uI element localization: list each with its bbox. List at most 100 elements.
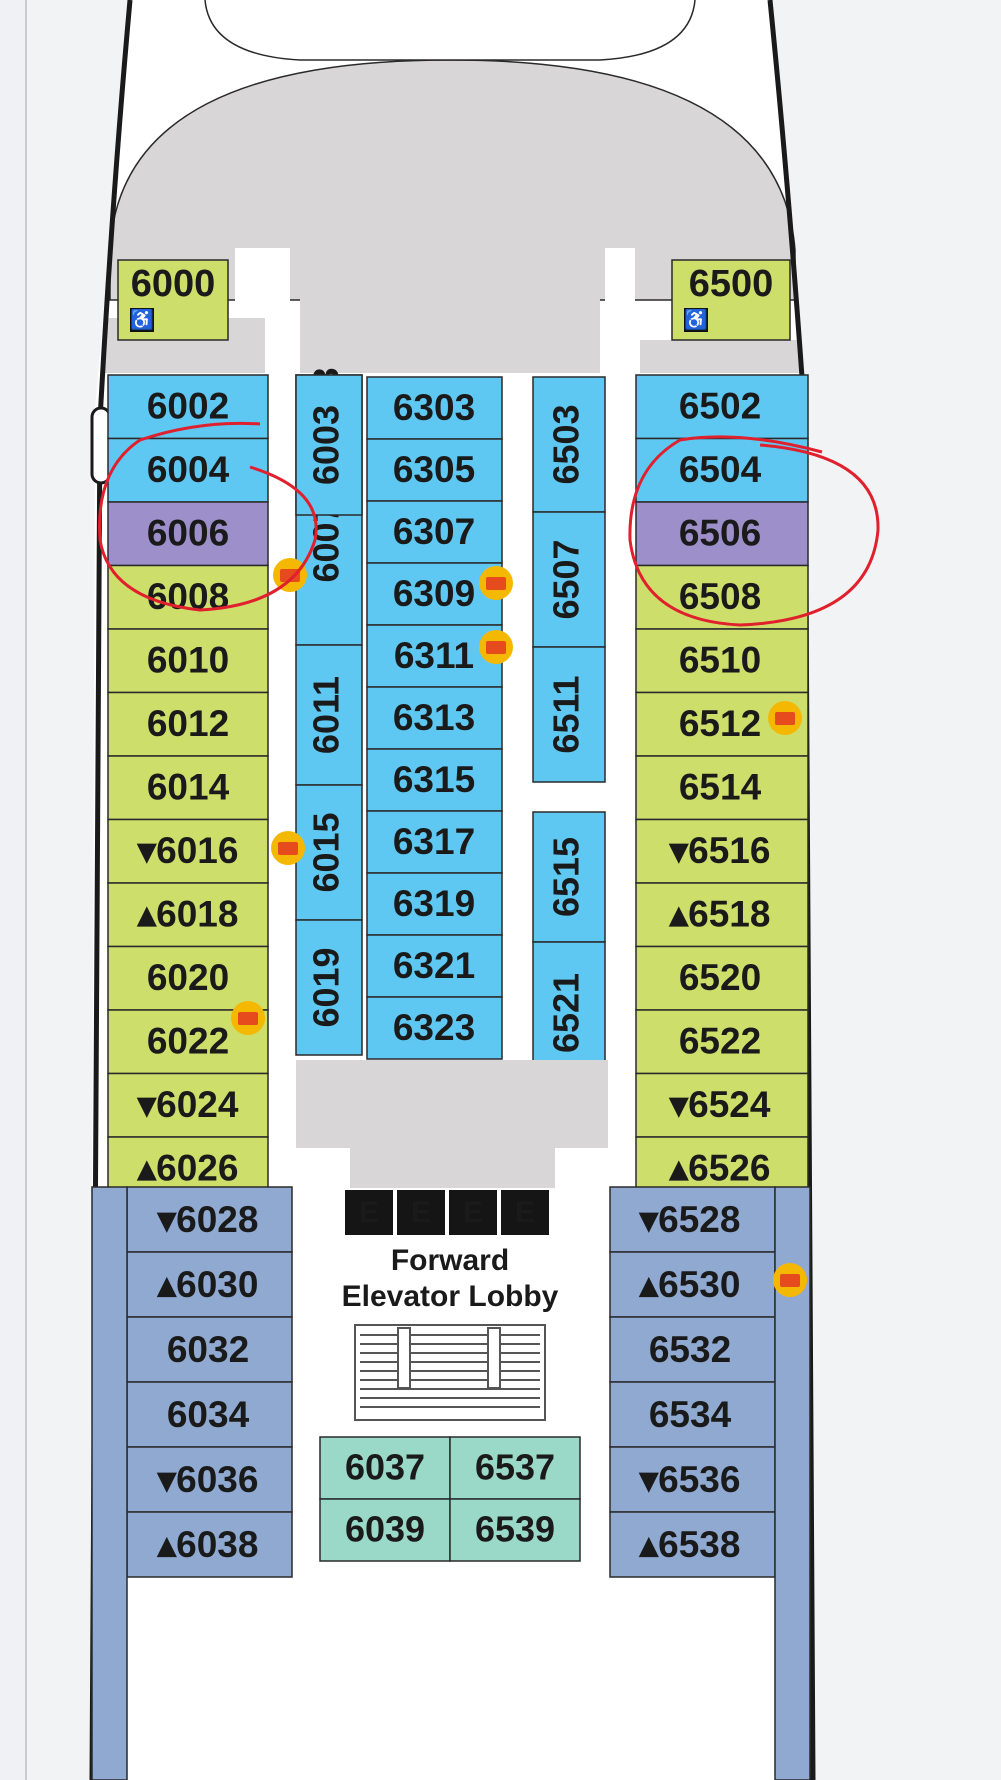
cabin-6522 [635, 1009, 809, 1075]
elevator-letter: E [359, 1196, 379, 1229]
cabin-6321 [366, 934, 503, 998]
stair-rail [487, 1327, 501, 1389]
cabin-6004 [107, 437, 269, 503]
cabin-number: 6539 [475, 1509, 555, 1550]
elevator-lobby-label-line1: Forward [391, 1244, 509, 1277]
cabin-number: 6503 [546, 404, 587, 484]
cabin-6311 [366, 624, 503, 688]
elevator-letter: E [515, 1196, 535, 1229]
cabin-number: 6014 [147, 767, 230, 808]
cabin-number: ▴6026 [137, 1148, 239, 1189]
port-outer-corridor [91, 1186, 128, 1780]
cabin-number: 6305 [393, 449, 475, 490]
cabin-number: 6537 [475, 1447, 555, 1488]
camera-glyph [486, 577, 506, 590]
cabin-6006 [107, 501, 269, 567]
annotation-circle-left [98, 421, 318, 612]
cabin-6515 [532, 811, 606, 943]
camera-glyph [238, 1012, 258, 1025]
cabin-6539 [449, 1498, 581, 1562]
cabin-6530 [609, 1251, 776, 1318]
cabin-6503 [532, 376, 606, 513]
camera-glyph [780, 1274, 800, 1287]
cabin-number: 6006 [147, 513, 229, 554]
camera-glyph [280, 569, 300, 582]
stair-rail [397, 1327, 411, 1389]
cabin-number: 6034 [167, 1394, 250, 1435]
cabin-6019 [295, 919, 363, 1056]
cabin-number: 6007 [306, 502, 347, 582]
cabin-number: 6309 [393, 573, 475, 614]
cabin-number: 6303 [393, 387, 475, 428]
cabin-6506 [635, 501, 809, 567]
cabin-number: 6313 [393, 697, 475, 738]
annotation-circle-right [628, 435, 880, 627]
cabin-6323 [366, 996, 503, 1060]
forward-foyer [300, 248, 600, 373]
wheelchair-icon [684, 308, 708, 332]
cabin-6024 [107, 1072, 269, 1138]
cabin-6303 [366, 376, 503, 440]
cabin-number: 6020 [147, 957, 229, 998]
cabin-6502 [635, 374, 809, 440]
cabin-number: 6010 [147, 640, 229, 681]
cabin-6034 [126, 1381, 293, 1448]
cabin-6516 [635, 818, 809, 884]
cabin-number: 6510 [679, 640, 761, 681]
cabin-6307 [366, 500, 503, 564]
cabin-number: 6011 [306, 676, 347, 754]
cabin-number: ▾6036 [157, 1459, 259, 1500]
cabin-number: ▴6538 [639, 1524, 741, 1565]
elevator-vestibule [350, 1148, 555, 1188]
cabin-number: ▴6030 [157, 1264, 259, 1305]
cabin-number: 6317 [393, 821, 475, 862]
cabin-number: 6004 [147, 449, 230, 490]
cabin-number: ▴6038 [157, 1524, 259, 1565]
cabin-6534 [609, 1381, 776, 1448]
cabin-number: 6008 [147, 576, 229, 617]
cabin-number: 6521 [546, 973, 587, 1053]
corridor-starboard-top [605, 248, 635, 338]
wheelchair-icon [130, 308, 154, 332]
cabin-6018 [107, 882, 269, 948]
cabin-number: ▴6018 [137, 894, 239, 935]
cabin-6537 [449, 1436, 581, 1500]
cabin-number: ▾6016 [137, 830, 239, 871]
cabin-6011 [295, 644, 363, 786]
cabin-number: 6002 [147, 386, 229, 427]
cabin-number: 6512 [679, 703, 761, 744]
corridor-port-top [235, 248, 290, 318]
cabin-number: 6000 [131, 263, 216, 305]
cabin-6014 [107, 755, 269, 821]
forward-stairs [354, 1324, 546, 1421]
cabin-6037 [319, 1436, 451, 1500]
cabin-6514 [635, 755, 809, 821]
cabin-6000 [117, 259, 229, 341]
cabin-number: 6507 [546, 539, 587, 619]
cabin-6319 [366, 872, 503, 936]
cabin-number: 6311 [394, 635, 474, 676]
cabin-number: ▾6536 [639, 1459, 741, 1500]
cabin-number: 6037 [345, 1447, 425, 1488]
cabin-6317 [366, 810, 503, 874]
cabin-6012 [107, 691, 269, 757]
cabin-6008 [107, 564, 269, 630]
cabin-6507 [532, 511, 606, 648]
starboard-vestibule [640, 340, 800, 373]
elevator-door [501, 1190, 549, 1235]
cabin-number: 6511 [546, 675, 587, 753]
elevator-door [397, 1190, 445, 1235]
cabin-6536 [609, 1446, 776, 1513]
midship-public-area [296, 1060, 608, 1148]
cabin-number: ▾6028 [157, 1199, 259, 1240]
cabin-6309 [366, 562, 503, 626]
elevator-door [345, 1190, 393, 1235]
bow-deck-opening [204, 0, 696, 61]
cabin-number: ▾6024 [137, 1084, 239, 1125]
cabin-number: 6500 [689, 263, 774, 305]
cabin-6315 [366, 748, 503, 812]
cabin-6532 [609, 1316, 776, 1383]
cabin-6510 [635, 628, 809, 694]
